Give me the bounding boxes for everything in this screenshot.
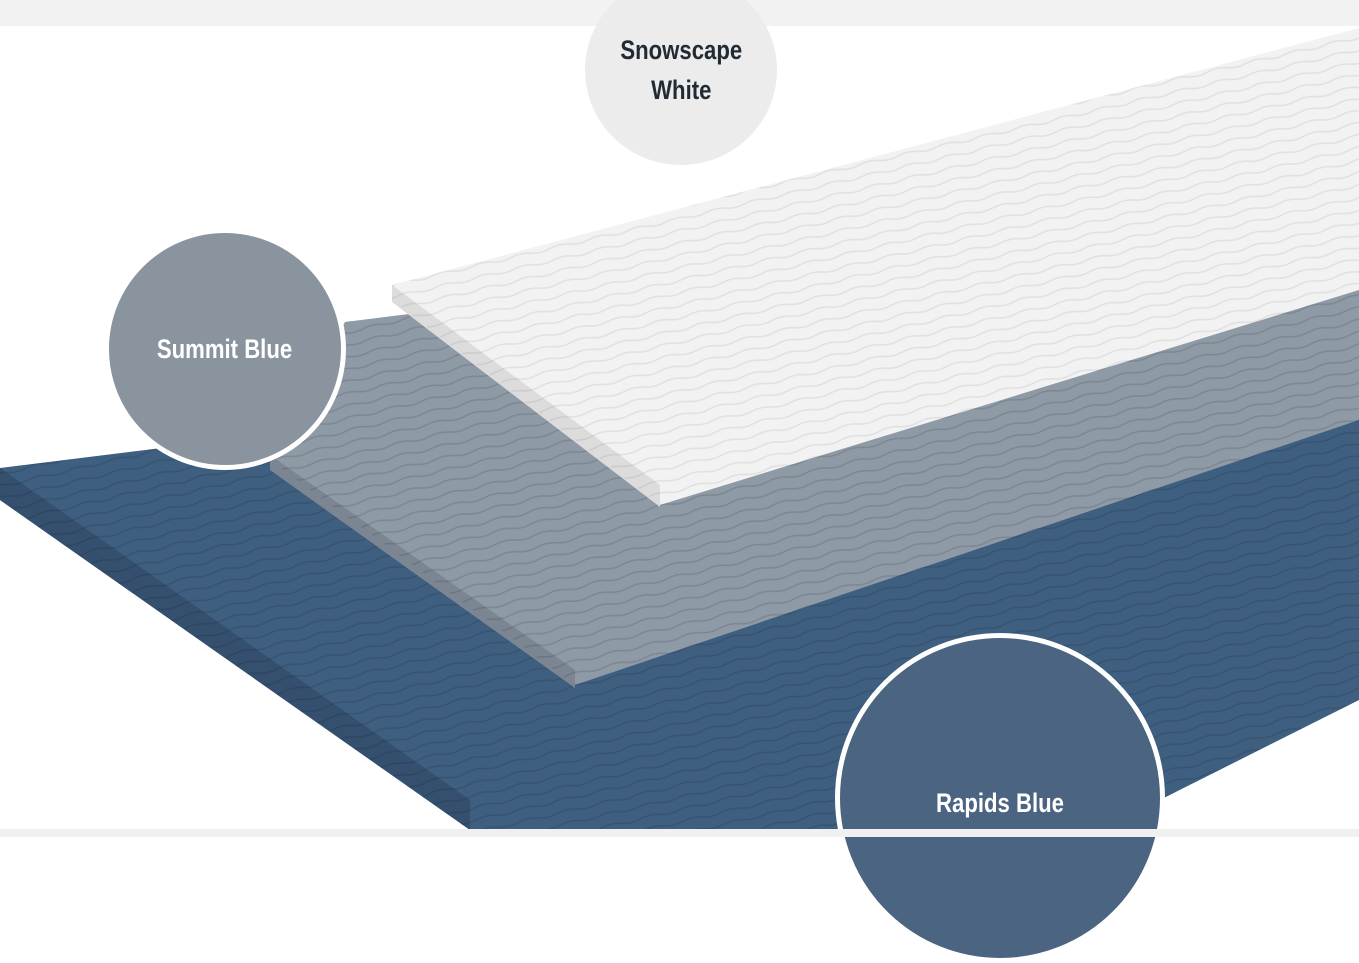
summit-blue-swatch: Summit Blue [104, 228, 346, 470]
snowscape-label-line1: Snowscape [620, 35, 742, 65]
rapids-blue-swatch: Rapids Blue [835, 633, 1165, 963]
bottom-bar [0, 829, 1359, 837]
snowscape-label-line2: White [650, 75, 712, 105]
rapids-blue-label: Rapids Blue [936, 788, 1064, 818]
summit-blue-label: Summit Blue [157, 334, 293, 364]
snowscape-white-board [392, 28, 1359, 507]
